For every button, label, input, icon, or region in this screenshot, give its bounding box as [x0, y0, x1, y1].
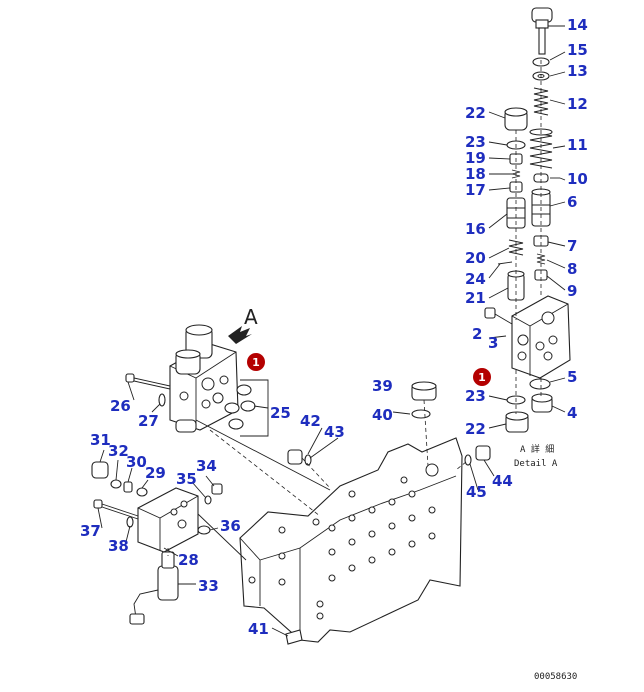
- label-16: 16: [465, 220, 486, 238]
- label-39: 39: [372, 377, 393, 395]
- label-14: 14: [567, 16, 588, 34]
- view-letter: A: [244, 305, 258, 329]
- drawing-number: 00058630: [534, 672, 577, 682]
- detail-caption-en: Detail A: [514, 459, 558, 469]
- label-22-upper: 22: [465, 104, 486, 122]
- label-3: 3: [488, 334, 498, 352]
- label-23-upper: 23: [465, 133, 486, 151]
- label-25: 25: [270, 404, 291, 422]
- label-2: 2: [472, 325, 482, 343]
- label-18: 18: [465, 165, 486, 183]
- label-42: 42: [300, 412, 321, 430]
- label-24: 24: [465, 270, 486, 288]
- label-21: 21: [465, 289, 486, 307]
- label-38: 38: [108, 537, 129, 555]
- label-31: 31: [90, 431, 111, 449]
- label-29: 29: [145, 464, 166, 482]
- svg-text:1: 1: [252, 356, 260, 369]
- label-28: 28: [178, 551, 199, 569]
- label-32: 32: [108, 442, 129, 460]
- valve-section: A: [125, 305, 269, 437]
- svg-text:1: 1: [478, 371, 486, 384]
- label-20: 20: [465, 249, 486, 267]
- main-valve-block: [195, 381, 491, 645]
- label-8: 8: [567, 260, 577, 278]
- label-15: 15: [567, 41, 588, 59]
- label-4: 4: [567, 404, 577, 422]
- label-layer: 14 15 13 12 22 11 23 19 18 10 17 6 16 7 …: [80, 16, 588, 638]
- detail-caption-jp: A 詳 細: [520, 443, 554, 455]
- callout-1-left: 1: [247, 353, 265, 371]
- label-33: 33: [198, 577, 219, 595]
- label-23-lower: 23: [465, 387, 486, 405]
- label-12: 12: [567, 95, 588, 113]
- label-13: 13: [567, 62, 588, 80]
- label-22-lower: 22: [465, 420, 486, 438]
- label-9: 9: [567, 282, 577, 300]
- label-45: 45: [466, 483, 487, 501]
- label-44: 44: [492, 472, 513, 490]
- label-6: 6: [567, 193, 577, 211]
- callout-1-right: 1: [473, 368, 491, 386]
- label-34: 34: [196, 457, 217, 475]
- label-27: 27: [138, 412, 159, 430]
- label-43: 43: [324, 423, 345, 441]
- label-37: 37: [80, 522, 101, 540]
- label-19: 19: [465, 149, 486, 167]
- label-11: 11: [567, 136, 588, 154]
- solenoid-assembly: [91, 461, 247, 625]
- right-leaders: [488, 25, 566, 429]
- left-leaders: [97, 335, 507, 637]
- label-7: 7: [567, 237, 577, 255]
- label-17: 17: [465, 181, 486, 199]
- label-5: 5: [567, 368, 577, 386]
- label-35: 35: [176, 470, 197, 488]
- label-26: 26: [110, 397, 131, 415]
- label-36: 36: [220, 517, 241, 535]
- label-30: 30: [126, 453, 147, 471]
- spool-stack: [484, 7, 571, 433]
- label-10: 10: [567, 170, 588, 188]
- label-40: 40: [372, 406, 393, 424]
- label-41: 41: [248, 620, 269, 638]
